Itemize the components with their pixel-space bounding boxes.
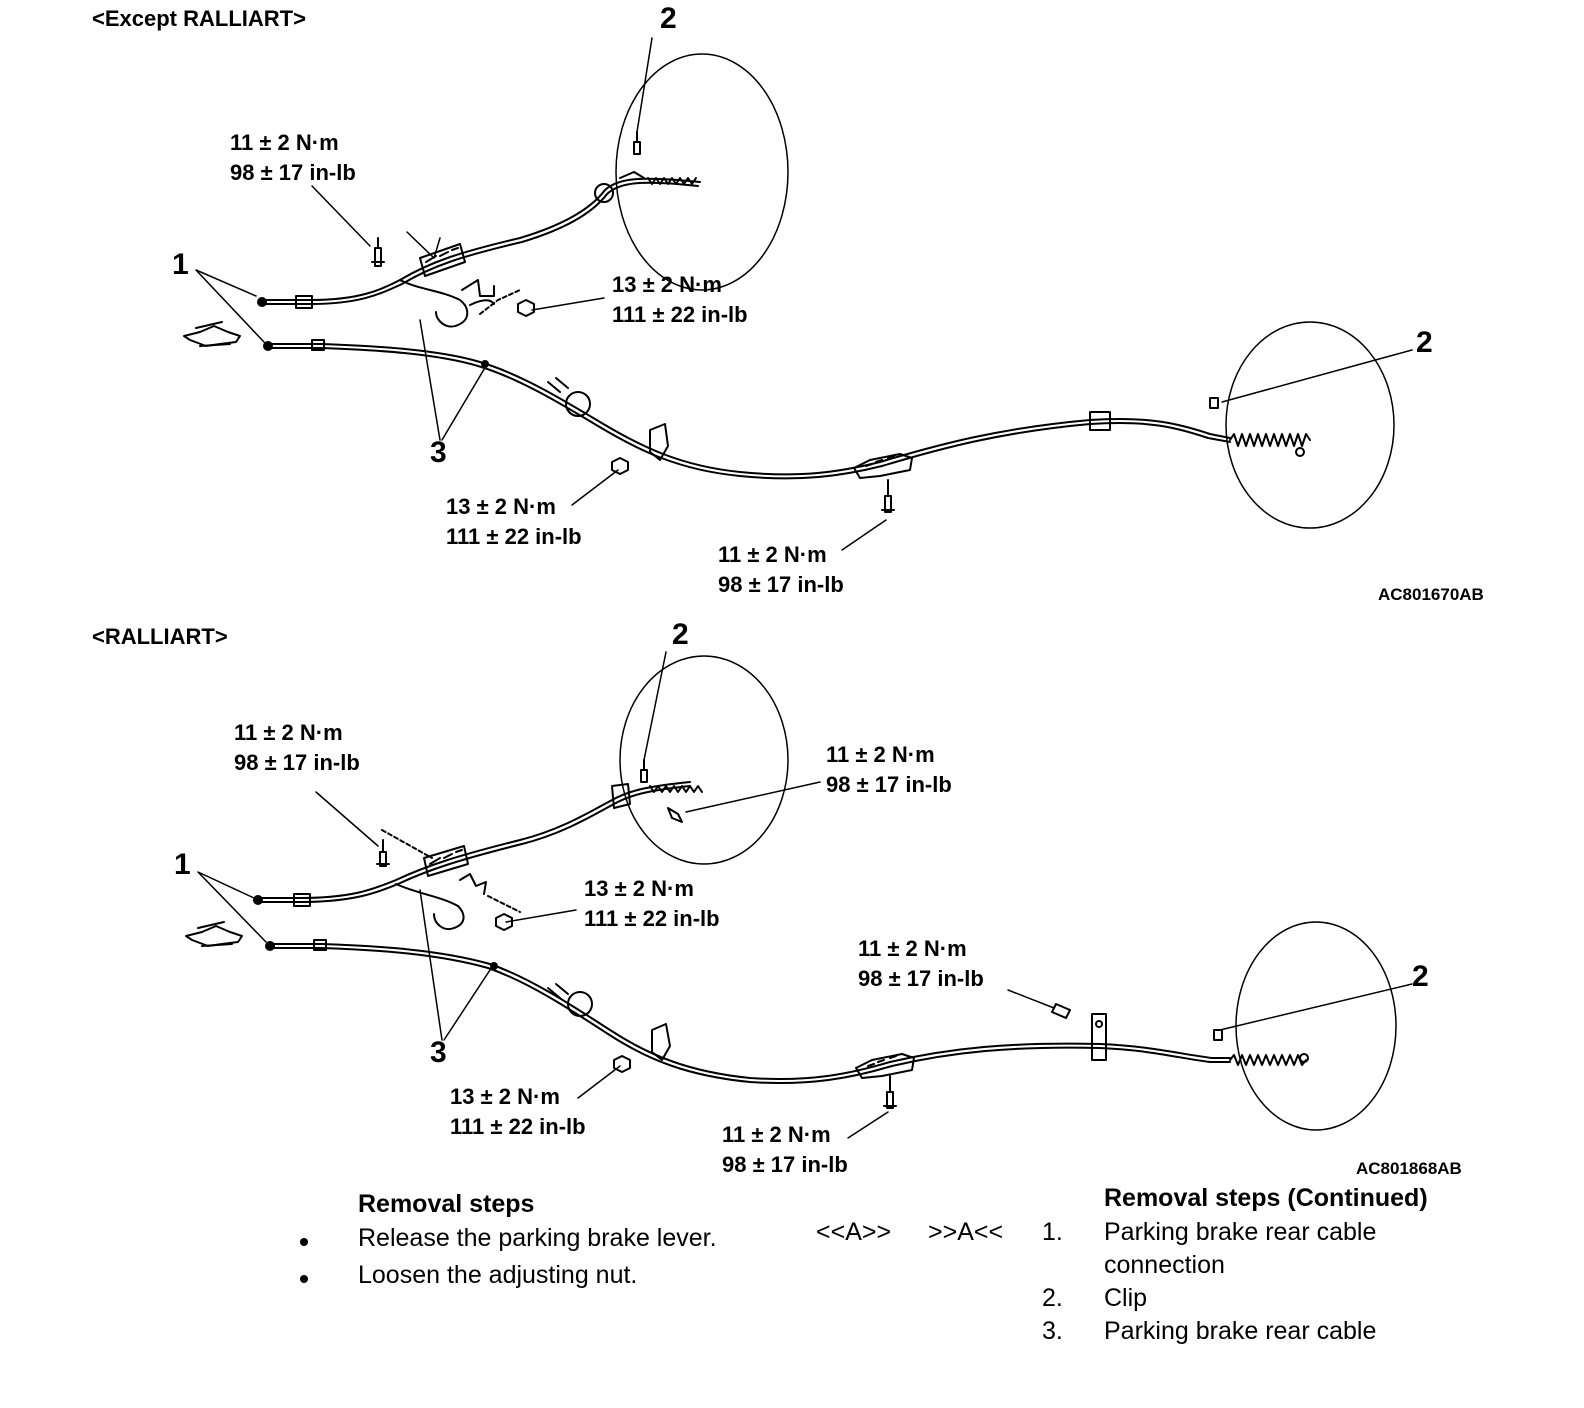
- lower-cable: [267, 343, 1231, 476]
- torque-inlb: 111 ± 22 in-lb: [612, 302, 748, 327]
- leader-line: [841, 519, 887, 551]
- leader-line: [315, 791, 379, 847]
- torque-inlb: 98 ± 17 in-lb: [230, 160, 356, 185]
- torque-spec: 13 ± 2 N·m 111 ± 22 in-lb: [450, 1082, 586, 1142]
- leader-line: [643, 651, 667, 761]
- callout-2: 2: [1412, 960, 1429, 993]
- torque-inlb: 98 ± 17 in-lb: [722, 1152, 848, 1177]
- torque-inlb: 98 ± 17 in-lb: [826, 772, 952, 797]
- removal-step: Release the parking brake lever.: [358, 1224, 717, 1252]
- leader-line: [577, 1065, 621, 1099]
- leader-line: [531, 297, 605, 311]
- callout-1: 1: [174, 848, 191, 881]
- bullet: [300, 1275, 308, 1283]
- detail-circle: [615, 53, 789, 291]
- removal-steps-title: Removal steps: [358, 1190, 535, 1218]
- torque-inlb: 98 ± 17 in-lb: [234, 750, 360, 775]
- step-number: 3.: [1042, 1317, 1063, 1345]
- torque-nm: 11 ± 2 N·m: [722, 1122, 831, 1147]
- torque-nm: 11 ± 2 N·m: [826, 742, 935, 767]
- upper-cable: [257, 781, 691, 899]
- torque-nm: 11 ± 2 N·m: [230, 130, 339, 155]
- torque-spec: 13 ± 2 N·m 111 ± 22 in-lb: [446, 492, 582, 552]
- leader-line: [685, 781, 821, 813]
- torque-spec: 11 ± 2 N·m 98 ± 17 in-lb: [826, 740, 952, 800]
- torque-spec: 11 ± 2 N·m 98 ± 17 in-lb: [718, 540, 844, 600]
- callout-1: 1: [172, 248, 189, 281]
- torque-spec: 13 ± 2 N·m 111 ± 22 in-lb: [612, 270, 748, 330]
- leader-line: [1007, 989, 1055, 1009]
- leader-line: [505, 909, 577, 923]
- step-text: Parking brake rear cable: [1104, 1317, 1377, 1345]
- step-text: Parking brake rear cable: [1104, 1218, 1377, 1246]
- procedure-mark-removal: <<A>>: [816, 1218, 892, 1246]
- leader-line: [419, 319, 487, 441]
- leader-line: [419, 889, 491, 1041]
- torque-inlb: 111 ± 22 in-lb: [450, 1114, 586, 1139]
- torque-spec: 11 ± 2 N·m 98 ± 17 in-lb: [722, 1120, 848, 1180]
- detail-circle: [619, 655, 789, 865]
- torque-inlb: 98 ± 17 in-lb: [858, 966, 984, 991]
- torque-spec: 11 ± 2 N·m 98 ± 17 in-lb: [858, 934, 984, 994]
- step-number: 2.: [1042, 1284, 1063, 1312]
- figure-id: AC801670AB: [1378, 585, 1484, 604]
- step-text: Clip: [1104, 1284, 1148, 1312]
- leader-line: [636, 37, 653, 133]
- detail-circle: [1235, 921, 1397, 1131]
- removal-steps-continued-title: Removal steps (Continued): [1104, 1184, 1428, 1212]
- parking-brake-lever: [185, 925, 243, 947]
- callout-2: 2: [1416, 326, 1433, 359]
- parking-brake-lever: [183, 325, 241, 347]
- leader-line: [571, 469, 619, 506]
- leader-line: [1221, 349, 1413, 403]
- section-title: <RALLIART>: [92, 624, 228, 649]
- torque-spec: 11 ± 2 N·m 98 ± 17 in-lb: [234, 718, 360, 778]
- leader-line: [197, 871, 267, 943]
- figure-id: AC801868AB: [1356, 1159, 1462, 1178]
- section-title: <Except RALLIART>: [92, 6, 306, 31]
- lower-cable: [269, 943, 1231, 1081]
- leader-line: [847, 1111, 889, 1139]
- callout-2: 2: [672, 618, 689, 651]
- callout-2: 2: [660, 2, 677, 35]
- torque-nm: 13 ± 2 N·m: [446, 494, 556, 519]
- step-number: 1.: [1042, 1218, 1063, 1246]
- torque-nm: 11 ± 2 N·m: [858, 936, 967, 961]
- torque-nm: 13 ± 2 N·m: [584, 876, 694, 901]
- removal-step: Loosen the adjusting nut.: [358, 1261, 638, 1289]
- torque-spec: 11 ± 2 N·m 98 ± 17 in-lb: [230, 128, 356, 188]
- torque-inlb: 98 ± 17 in-lb: [718, 572, 844, 597]
- leader-line: [1219, 983, 1413, 1031]
- torque-inlb: 111 ± 22 in-lb: [446, 524, 582, 549]
- callout-3: 3: [430, 436, 447, 469]
- upper-cable: [261, 177, 701, 301]
- callout-3: 3: [430, 1036, 447, 1069]
- torque-nm: 13 ± 2 N·m: [450, 1084, 560, 1109]
- torque-nm: 13 ± 2 N·m: [612, 272, 722, 297]
- torque-spec: 13 ± 2 N·m 111 ± 22 in-lb: [584, 874, 720, 934]
- torque-nm: 11 ± 2 N·m: [234, 720, 343, 745]
- procedure-mark-install: >>A<<: [928, 1218, 1004, 1246]
- detail-circle: [1225, 321, 1395, 529]
- torque-inlb: 111 ± 22 in-lb: [584, 906, 720, 931]
- step-text: connection: [1104, 1251, 1225, 1279]
- bullet: [300, 1238, 308, 1246]
- torque-nm: 11 ± 2 N·m: [718, 542, 827, 567]
- leader-line: [195, 269, 265, 343]
- leader-line: [311, 185, 371, 247]
